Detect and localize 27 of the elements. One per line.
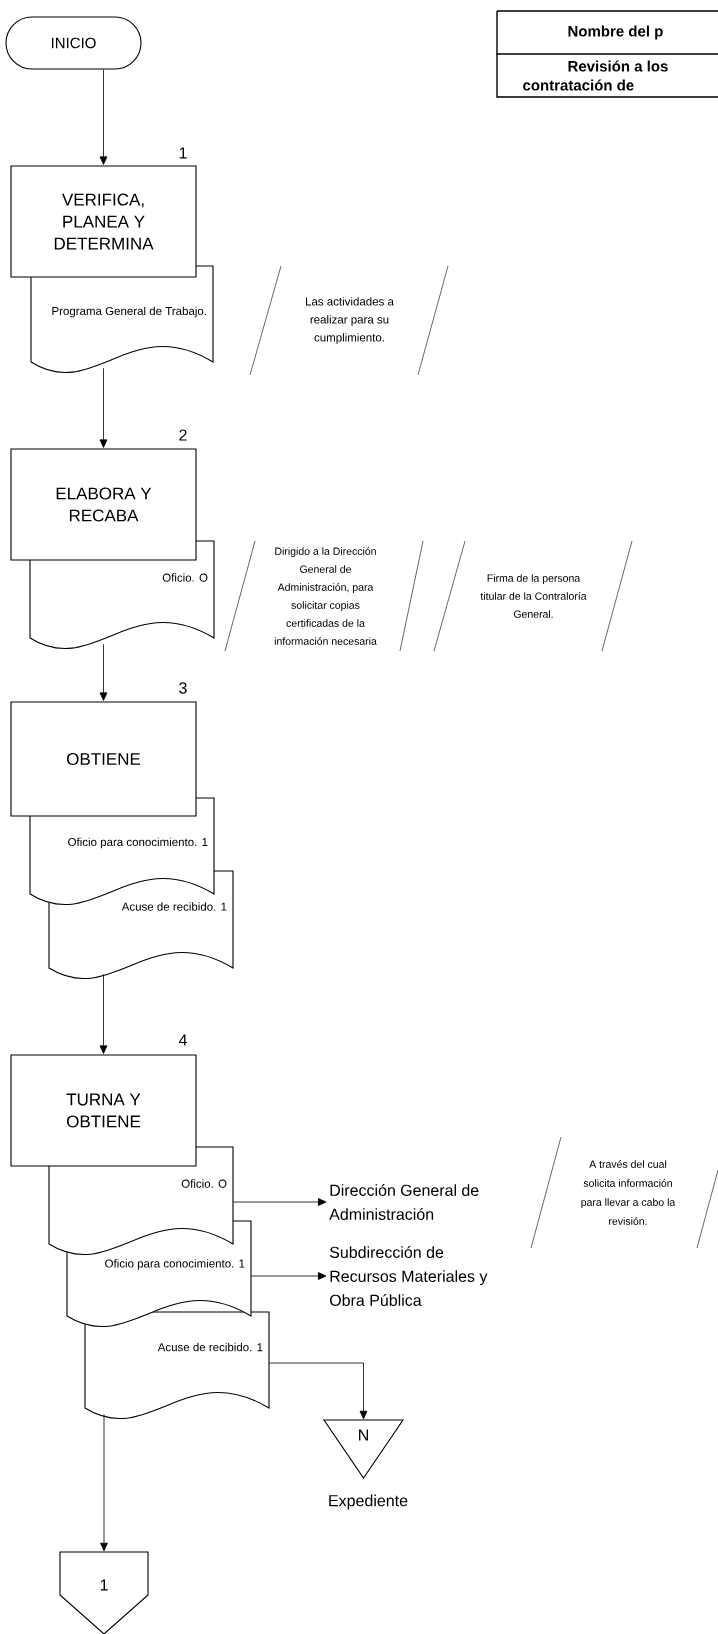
arrow (99, 973, 108, 1054)
process-box: ELABORA Y RECABA (10, 448, 197, 561)
arrow (100, 1413, 108, 1552)
step-number: 3 (179, 682, 187, 694)
annotation-note: A través del cual solicita información para llevar a cabo la revisión. (530, 1136, 718, 1249)
step-number: 4 (178, 1034, 187, 1046)
archive-label: Expediente (329, 1494, 408, 1510)
destination-text: Dirección General de Administración (329, 1184, 479, 1220)
arrow (250, 1272, 327, 1280)
annotation-note: Firma de la persona titular de la Contraloría General. (433, 540, 633, 652)
annotation-note: Dirigido a la Dirección General de Administración, para solicitar copias certificadas de la información necesaria (224, 540, 424, 652)
arrow (268, 1362, 368, 1420)
start-terminator: INICIO (5, 16, 142, 70)
arrow (99, 367, 108, 448)
step-number: 2 (179, 429, 187, 441)
destination-text: Subdirección de Recursos Materiales y Obra Pública (329, 1246, 488, 1306)
process-box: TURNA Y OBTIENE (10, 1054, 197, 1167)
step-number: 1 (179, 147, 187, 159)
header-cell: Revisión a los contratación de (496, 53, 718, 98)
arrow (99, 69, 108, 165)
arrow (232, 1198, 327, 1206)
page-connector: 1 (59, 1551, 149, 1634)
annotation-note: Las actividades a realizar para su cumplimiento. (249, 265, 449, 376)
arrow (99, 643, 108, 701)
header-cell: Nombre del p (496, 10, 718, 55)
process-box: OBTIENE (10, 701, 197, 817)
process-box: VERIFICA, PLANEA Y DETERMINA (10, 165, 197, 278)
